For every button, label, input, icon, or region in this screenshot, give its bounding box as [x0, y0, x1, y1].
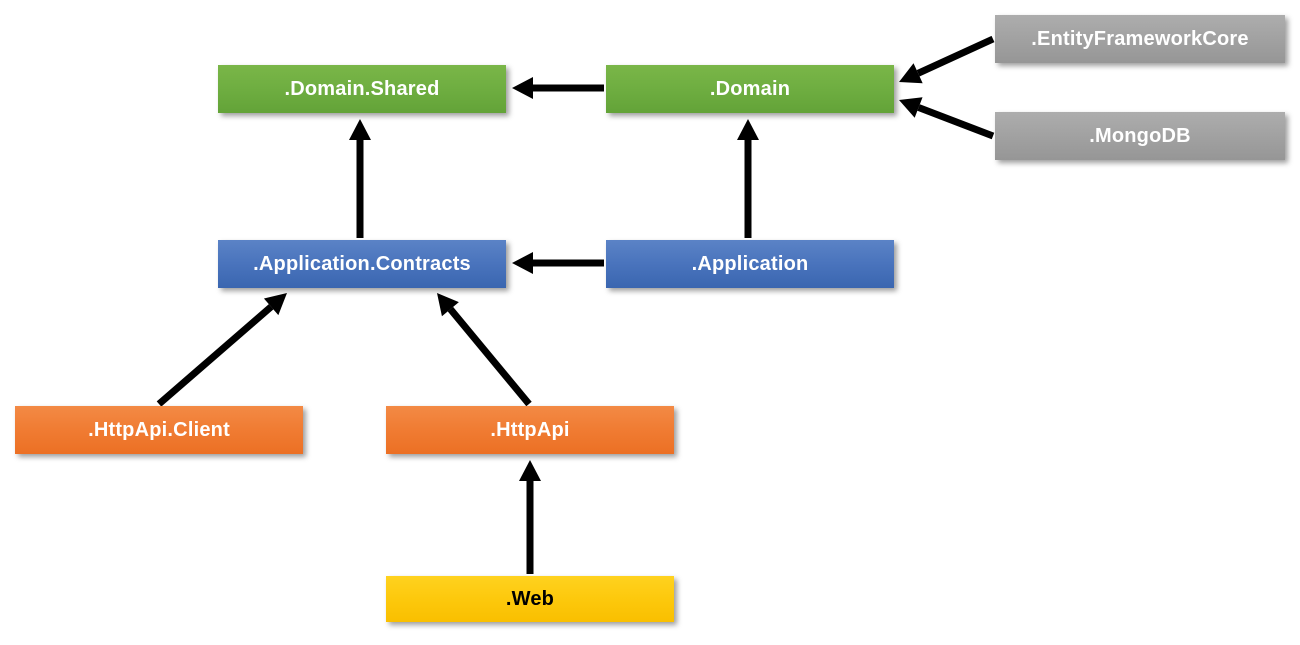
arrow-entityframeworkcore-to-domain: [899, 35, 995, 84]
arrow-head: [519, 460, 541, 481]
arrow-shaft: [916, 35, 995, 77]
arrow-mongodb-to-domain: [899, 97, 995, 140]
arrow-shaft: [156, 304, 274, 407]
arrow-head: [349, 119, 371, 140]
arrow-head: [512, 77, 533, 99]
arrow-head: [263, 293, 287, 316]
node-web[interactable]: .Web: [386, 576, 674, 622]
node-application-contracts[interactable]: .Application.Contracts: [218, 240, 506, 288]
arrow-httpapi-to-application-contracts: [437, 293, 532, 407]
arrow-head: [899, 97, 923, 118]
node-entityframeworkcore[interactable]: .EntityFrameworkCore: [995, 15, 1285, 63]
node-domain[interactable]: .Domain: [606, 65, 894, 113]
arrow-shaft: [447, 306, 532, 407]
arrow-web-to-httpapi: [519, 460, 541, 574]
arrow-application-to-application-contracts: [512, 252, 604, 274]
arrow-head: [512, 252, 533, 274]
arrow-domain-to-domain-shared: [512, 77, 604, 99]
node-application[interactable]: .Application: [606, 240, 894, 288]
arrow-application-contracts-to-domain-shared: [349, 119, 371, 238]
arrow-head: [737, 119, 759, 140]
arrow-head: [899, 63, 923, 84]
arrow-application-to-domain: [737, 119, 759, 238]
node-httpapi[interactable]: .HttpApi: [386, 406, 674, 454]
arrow-shaft: [917, 104, 995, 140]
node-domain-shared[interactable]: .Domain.Shared: [218, 65, 506, 113]
node-mongodb[interactable]: .MongoDB: [995, 112, 1285, 160]
arrow-head: [437, 293, 459, 317]
node-httpapi-client[interactable]: .HttpApi.Client: [15, 406, 303, 454]
arrow-httpapi-client-to-application-contracts: [156, 293, 287, 407]
